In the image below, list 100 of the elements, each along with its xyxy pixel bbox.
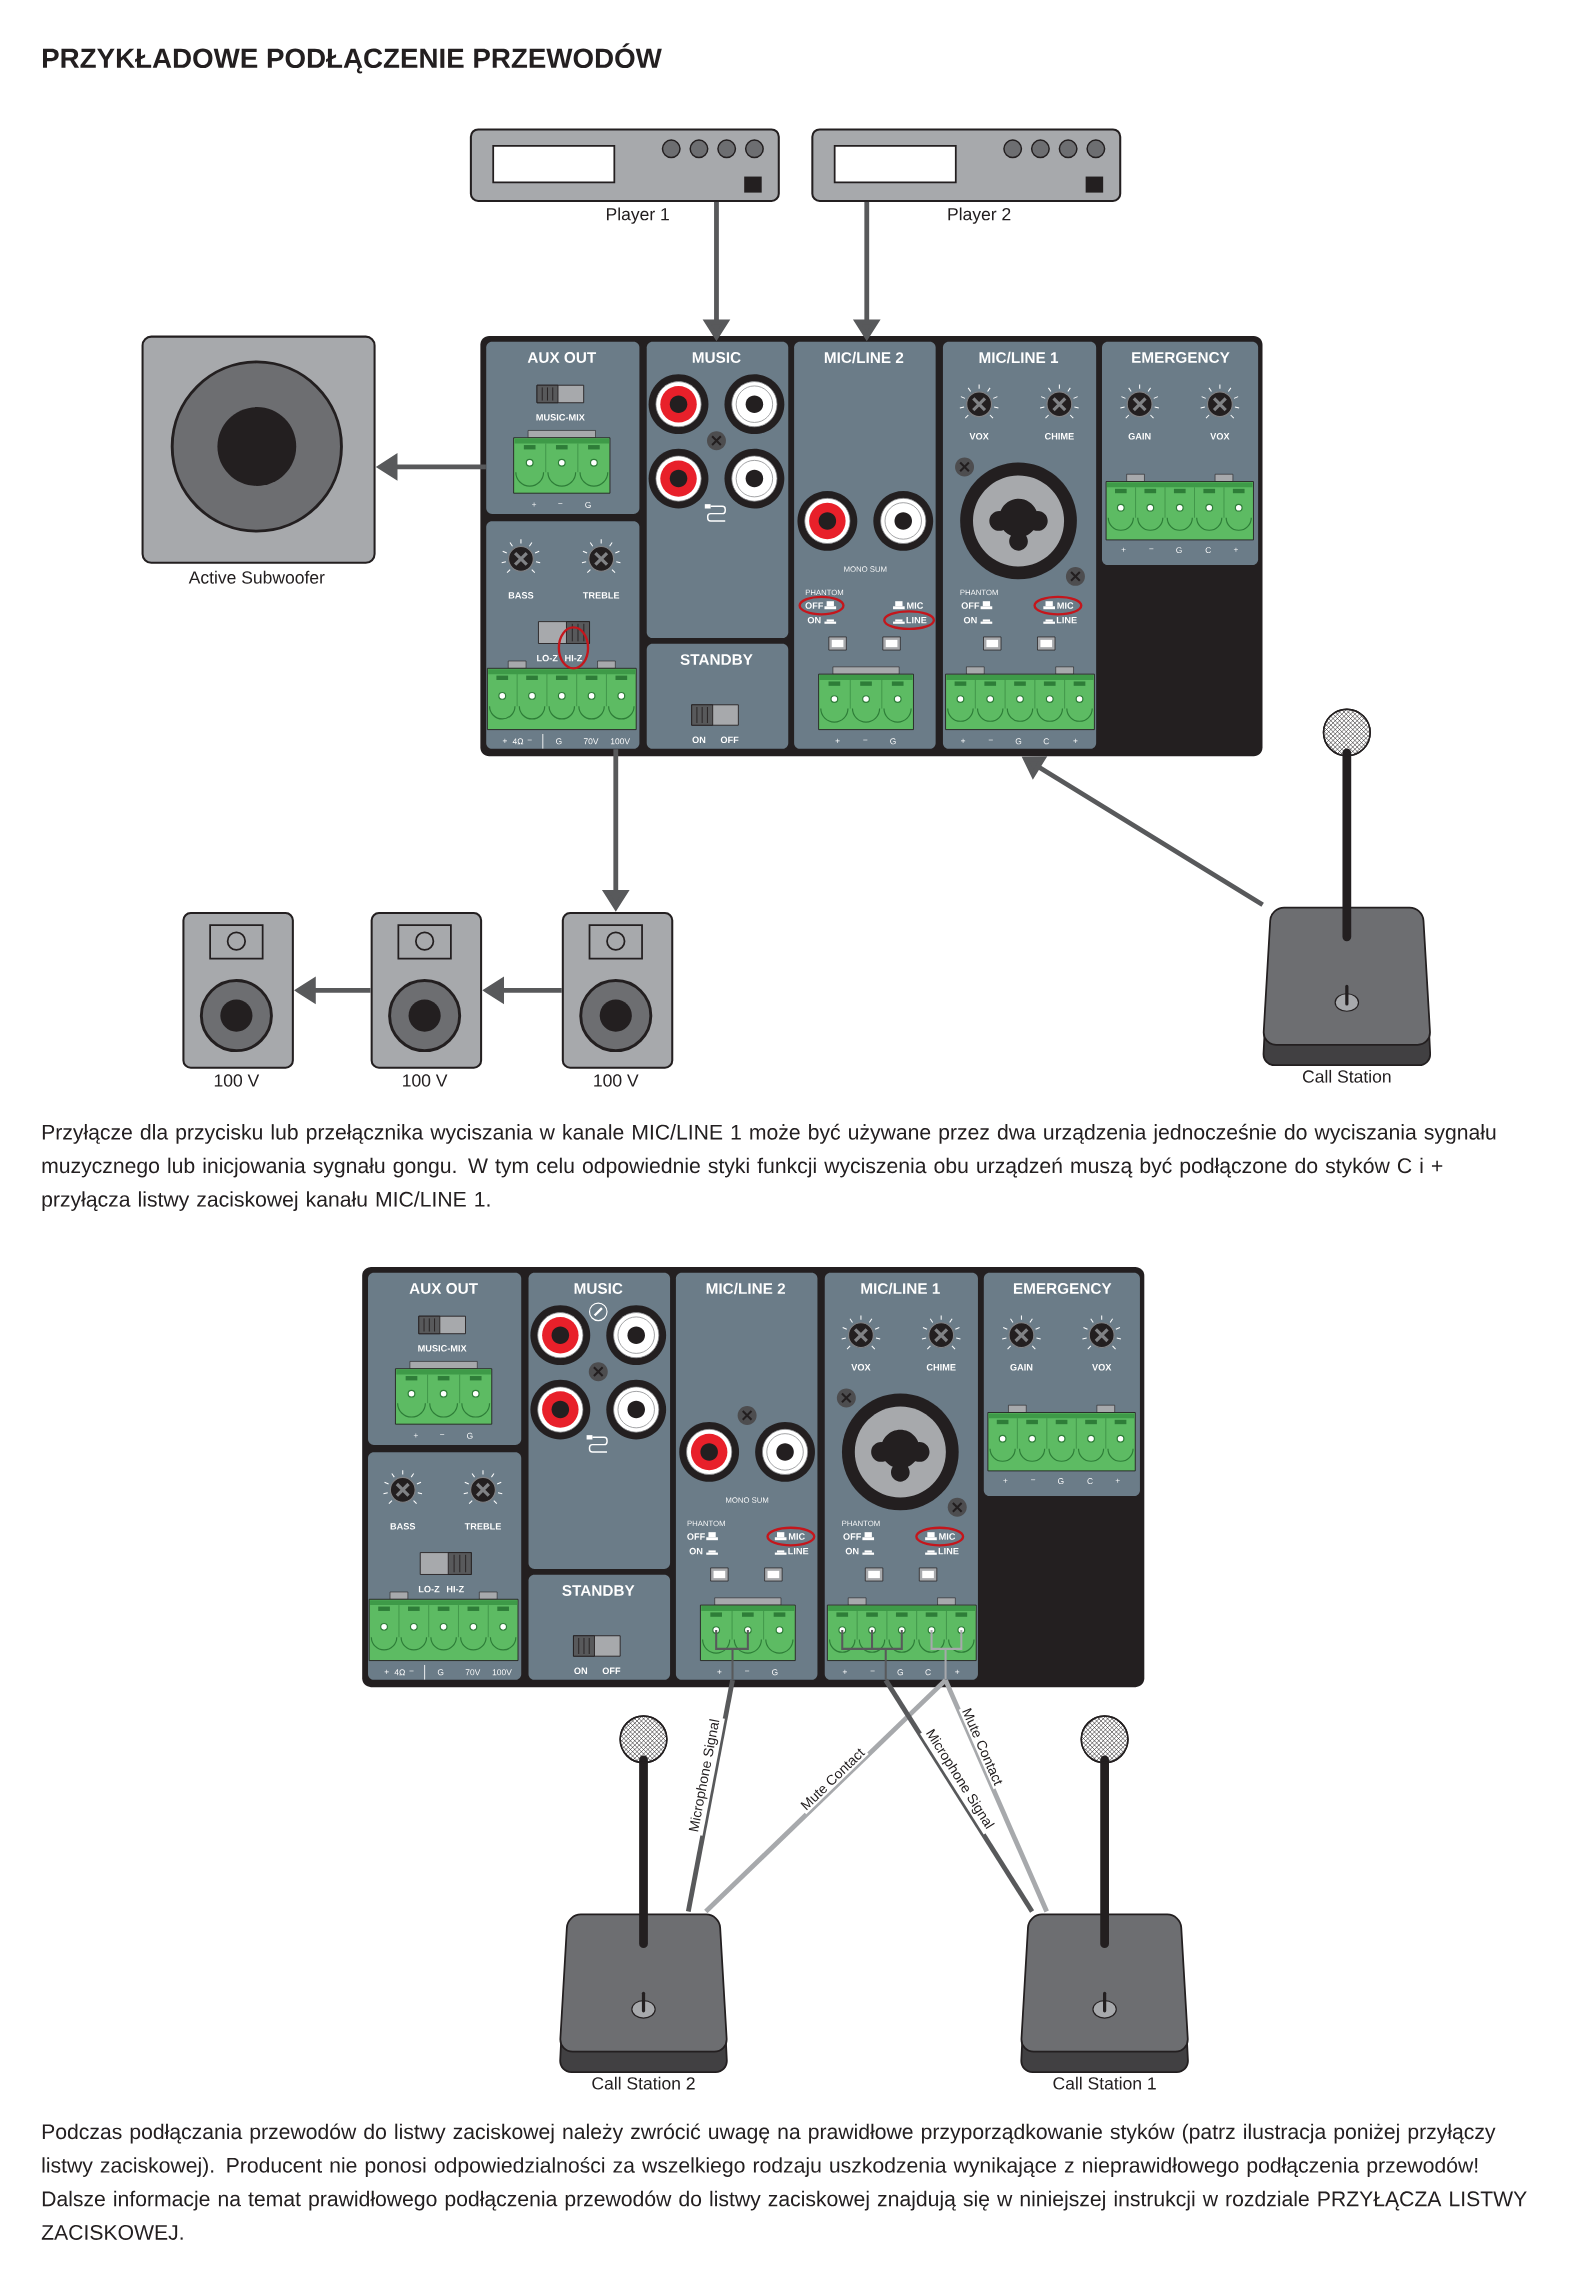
control-label: ON bbox=[692, 736, 706, 744]
section-heading: AUX OUT bbox=[409, 1283, 479, 1294]
terminal-label: 100V bbox=[492, 1669, 513, 1676]
terminal-label: − bbox=[1149, 548, 1154, 550]
section-heading: STANDBY bbox=[680, 654, 753, 665]
call-station-drawing bbox=[559, 1755, 728, 2073]
wire bbox=[686, 1679, 736, 1912]
control-label: OFF bbox=[602, 1667, 621, 1675]
terminal-label: + bbox=[1234, 547, 1239, 552]
terminal-label: − bbox=[527, 739, 532, 741]
terminal-label: 4Ω bbox=[512, 738, 524, 745]
device-label: 100 V bbox=[403, 1074, 448, 1087]
terminal-label: G bbox=[585, 501, 591, 508]
terminal-label: + bbox=[503, 738, 508, 743]
terminal-label: − bbox=[1031, 1479, 1036, 1481]
control-label: LINE bbox=[788, 1547, 809, 1555]
device-label: Call Station bbox=[1303, 1069, 1391, 1083]
section-heading: STANDBY bbox=[562, 1585, 635, 1596]
control-label: CHIME bbox=[1045, 433, 1075, 440]
control-label: VOX bbox=[1210, 433, 1230, 440]
device-label: Player 1 bbox=[607, 207, 670, 224]
terminal-label: + bbox=[1115, 1478, 1121, 1483]
device-label: 100 V bbox=[594, 1074, 639, 1087]
control-label: ON bbox=[689, 1547, 703, 1555]
terminal-label: − bbox=[870, 1670, 875, 1672]
terminal-label: + bbox=[414, 1433, 419, 1438]
terminal-label: G bbox=[556, 738, 562, 745]
terminal-label: G bbox=[897, 1669, 904, 1676]
control-label: ON bbox=[807, 616, 821, 624]
control-label: LINE bbox=[1057, 617, 1077, 624]
edge-label: Microphone Signal bbox=[685, 1715, 726, 1836]
control-label: GAIN bbox=[1010, 1364, 1033, 1371]
device-label: Call Station 1 bbox=[1053, 2076, 1156, 2090]
control-label: MUSIC-MIX bbox=[536, 414, 585, 421]
wire bbox=[704, 1678, 948, 1914]
control-label: OFF bbox=[805, 602, 824, 609]
terminal-label: − bbox=[440, 1434, 445, 1435]
terminal-label: G bbox=[1015, 738, 1022, 745]
section-heading: MIC/LINE 1 bbox=[861, 1282, 941, 1295]
terminal-label: + bbox=[1121, 547, 1126, 552]
terminal-label: + bbox=[1003, 1478, 1008, 1483]
terminal-label: C bbox=[1087, 1478, 1093, 1485]
terminal-label: G bbox=[772, 1669, 778, 1676]
call-station-drawing bbox=[1262, 748, 1432, 1067]
terminal-label: G bbox=[467, 1432, 473, 1439]
terminal-label: G bbox=[890, 738, 896, 745]
control-label: LO-Z bbox=[419, 1585, 440, 1593]
control-label: GAIN bbox=[1128, 433, 1151, 440]
control-label: LINE bbox=[938, 1547, 959, 1555]
control-label: VOX bbox=[1092, 1364, 1112, 1371]
terminal-label: + bbox=[717, 1669, 722, 1674]
device-label: Call Station 2 bbox=[592, 2076, 695, 2090]
control-label: OFF bbox=[843, 1533, 862, 1540]
terminal-label: + bbox=[843, 1669, 848, 1674]
section-heading: AUX OUT bbox=[527, 352, 597, 363]
device-label: Active Subwoofer bbox=[188, 570, 325, 584]
control-label: OFF bbox=[721, 736, 739, 744]
terminal-label: − bbox=[988, 739, 994, 741]
terminal-label: + bbox=[955, 1669, 960, 1674]
control-label: ON bbox=[845, 1547, 859, 1555]
call-station-drawing bbox=[1020, 1755, 1190, 2073]
title: PRZYKŁADOWE PODŁĄCZENIE PRZEWODÓW bbox=[43, 43, 663, 74]
terminal-label: − bbox=[745, 1670, 750, 1672]
control-label: MIC bbox=[907, 602, 924, 609]
section-heading: MUSIC bbox=[693, 352, 741, 363]
control-label: HI-Z bbox=[447, 1585, 465, 1593]
control-label: OFF bbox=[961, 602, 980, 609]
control-label: VOX bbox=[851, 1364, 871, 1371]
control-label: MIC bbox=[939, 1533, 956, 1540]
terminal-label: G bbox=[1176, 547, 1182, 554]
control-label: ON bbox=[574, 1667, 588, 1675]
paragraph: Przyłącze dla przycisku lub przełącznika wyciszania w kanale MIC/LINE 1 może być używane przez dwa urządzenia jednocześnie do wyciszania sygnału muzycznego lub inicjowania sygnału gongu. W tym celu odpowiednie styki funkcji wyciszenia obu urządzeń muszą być podłączone do styków C i + przyłącza listwy zaciskowej kanału MIC/LINE 1. bbox=[42, 1123, 1496, 1211]
section-heading: MIC/LINE 2 bbox=[825, 351, 904, 364]
control-label: MUSIC-MIX bbox=[418, 1345, 467, 1352]
terminal-label: + bbox=[384, 1669, 389, 1674]
control-label: TREBLE bbox=[583, 592, 620, 599]
control-label: MIC bbox=[1057, 602, 1074, 609]
device-label: 100 V bbox=[215, 1074, 260, 1087]
terminal-label: + bbox=[1073, 738, 1078, 743]
terminal-label: 70V bbox=[584, 738, 599, 745]
control-label: LO-Z bbox=[537, 654, 558, 662]
terminal-label: C bbox=[925, 1669, 931, 1676]
control-label: TREBLE bbox=[464, 1523, 502, 1530]
terminal-label: − bbox=[558, 503, 563, 504]
terminal-label: G bbox=[438, 1669, 444, 1676]
paragraph: Podczas podłączania przewodów do listwy zaciskowej należy zwrócić uwagę na prawidłowe przyporządkowanie styków (patrz ilustracja poniżej przyłączy listwy zaciskowej). Producent nie ponosi odpowiedzialności za wszelkiego rodzaju uszkodzenia wynikające z nieprawidłowego podłączenia przewodów! Dalsze informacje na temat prawidłowego podłączenia przewodów do listwy zaciskowej znajdują się w niniejszej instrukcji w rozdziale PRZYŁĄCZA LISTWY ZACISKOWEJ. bbox=[42, 2123, 1527, 2240]
control-label: HI-Z bbox=[565, 654, 583, 662]
terminal-label: + bbox=[532, 502, 537, 507]
terminal-label: G bbox=[1058, 1478, 1064, 1485]
section-heading: MIC/LINE 2 bbox=[706, 1282, 786, 1295]
terminal-label: + bbox=[961, 738, 966, 743]
terminal-label: − bbox=[409, 1670, 414, 1672]
control-label: LINE bbox=[906, 617, 927, 624]
device-label: Player 2 bbox=[948, 207, 1011, 224]
section-heading: MIC/LINE 1 bbox=[979, 351, 1059, 364]
control-label: ON bbox=[964, 616, 977, 624]
section-heading: MUSIC bbox=[574, 1283, 623, 1294]
control-label: CHIME bbox=[926, 1364, 956, 1371]
control-label: BASS bbox=[390, 1523, 416, 1530]
terminal-label: C bbox=[1205, 547, 1212, 554]
